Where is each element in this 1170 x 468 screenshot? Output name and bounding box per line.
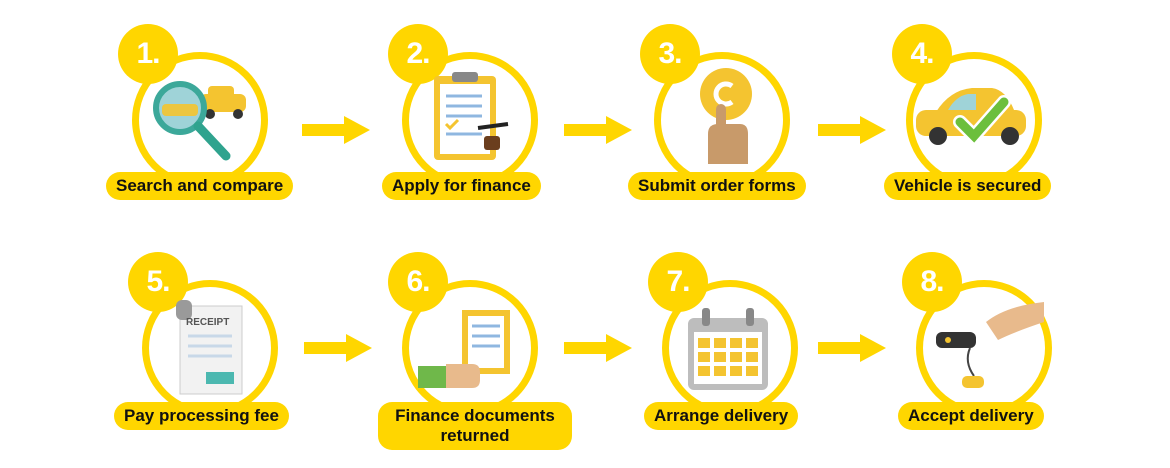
step-label: Arrange delivery — [644, 402, 798, 430]
receipt-text: RECEIPT — [186, 317, 229, 328]
magnifier-cars-icon — [142, 64, 260, 182]
step-1: 1. Search and compare — [106, 24, 326, 224]
finger-press-button-icon — [664, 64, 782, 182]
step-6: 6. Finance documents returned — [376, 252, 596, 452]
step-label: Accept delivery — [898, 402, 1044, 430]
receipt-icon: RECEIPT — [152, 292, 270, 410]
step-2: 2. Apply for finance — [376, 24, 596, 224]
hand-document-icon — [412, 292, 530, 410]
arrow-right-icon — [302, 116, 370, 144]
step-label: Search and compare — [106, 172, 293, 200]
calendar-icon — [672, 292, 790, 410]
hand-car-key-icon — [926, 292, 1044, 410]
clipboard-form-icon — [412, 64, 530, 182]
step-8: 8. Accept delivery — [890, 252, 1110, 452]
step-label: Submit order forms — [628, 172, 806, 200]
step-label: Pay processing fee — [114, 402, 289, 430]
step-3: 3. Submit order forms — [628, 24, 848, 224]
step-label: Finance documents returned — [378, 402, 572, 450]
step-4: 4. Vehicle is secured — [880, 24, 1100, 224]
arrow-right-icon — [564, 116, 632, 144]
car-checkmark-icon — [916, 64, 1034, 182]
arrow-right-icon — [304, 334, 372, 362]
step-label: Vehicle is secured — [884, 172, 1051, 200]
arrow-right-icon — [818, 116, 886, 144]
arrow-right-icon — [818, 334, 886, 362]
step-5: 5. RECEIPT Pay processing fee — [116, 252, 336, 452]
arrow-right-icon — [564, 334, 632, 362]
step-label: Apply for finance — [382, 172, 541, 200]
